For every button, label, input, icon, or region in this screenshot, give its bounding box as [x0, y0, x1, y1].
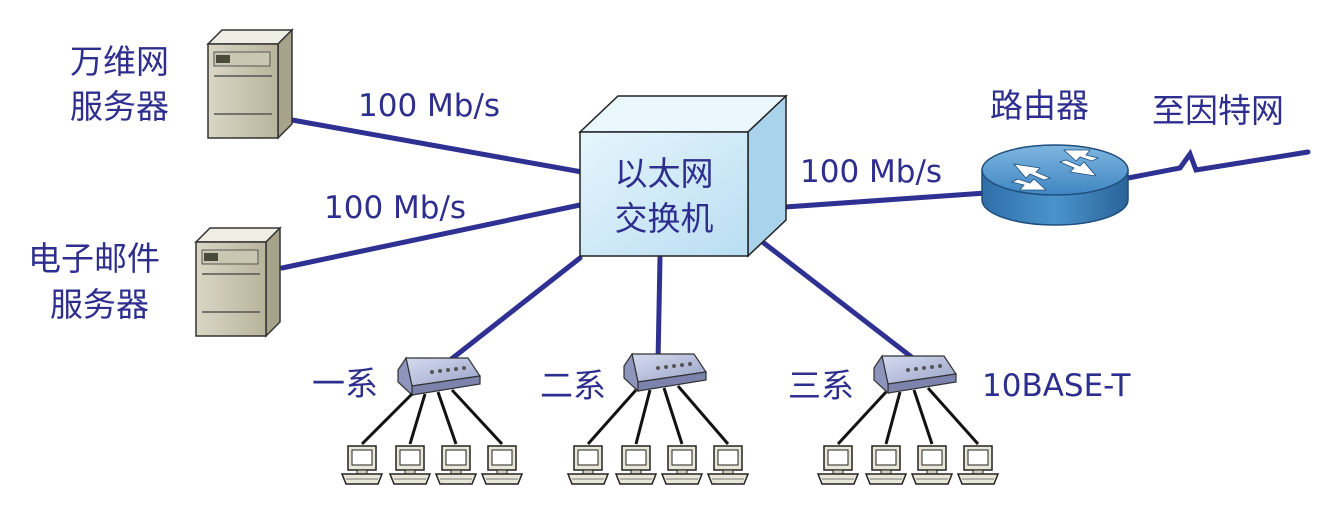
hub-type-label: 10BASE-T — [982, 368, 1132, 404]
web-server-label-line2: 服务器 — [70, 87, 169, 126]
dept3-label: 三系 — [788, 366, 854, 405]
pc-icon — [707, 445, 749, 485]
dept2-computers — [567, 445, 749, 485]
mail-server-icon — [195, 227, 281, 337]
ethernet-switch-icon — [578, 94, 788, 258]
dept1-label: 一系 — [312, 364, 378, 403]
dept2-hub-icon — [623, 353, 707, 392]
internet-label: 至因特网 — [1152, 91, 1284, 130]
dept1-link — [437, 255, 583, 371]
pc-icon — [661, 445, 703, 485]
web-server-icon — [207, 29, 293, 139]
mail-server-link — [279, 202, 583, 271]
internet-link — [1125, 148, 1311, 181]
pc-icon — [911, 445, 953, 485]
dept2-label: 二系 — [540, 366, 606, 405]
pc-icon — [567, 445, 609, 485]
dept1-cables — [360, 388, 504, 446]
router-label: 路由器 — [990, 86, 1089, 125]
dept2-link — [655, 255, 663, 365]
router-link-speed: 100 Mb/s — [800, 154, 942, 190]
dept3-hub-icon — [873, 355, 957, 394]
web-link-speed: 100 Mb/s — [358, 88, 500, 124]
dept1-computers — [341, 445, 523, 485]
dept3-cables — [836, 387, 980, 446]
pc-icon — [817, 445, 859, 485]
mail-link-speed: 100 Mb/s — [324, 190, 466, 226]
pc-icon — [341, 445, 383, 485]
web-server-link — [289, 117, 585, 175]
router-icon — [981, 144, 1129, 226]
pc-icon — [481, 445, 523, 485]
pc-icon — [957, 445, 999, 485]
router-link — [782, 190, 989, 210]
pc-icon — [435, 445, 477, 485]
mail-server-label-line1: 电子邮件 — [28, 239, 160, 278]
mail-server-label-line2: 服务器 — [50, 285, 149, 324]
dept3-link — [757, 237, 921, 365]
pc-icon — [389, 445, 431, 485]
pc-icon — [865, 445, 907, 485]
web-server-label-line1: 万维网 — [70, 42, 169, 81]
switch-label-line1: 以太网 — [615, 154, 714, 193]
dept1-hub-icon — [397, 357, 481, 396]
switch-label-line2: 交换机 — [615, 199, 714, 238]
pc-icon — [615, 445, 657, 485]
dept3-computers — [817, 445, 999, 485]
dept2-cables — [586, 385, 730, 445]
